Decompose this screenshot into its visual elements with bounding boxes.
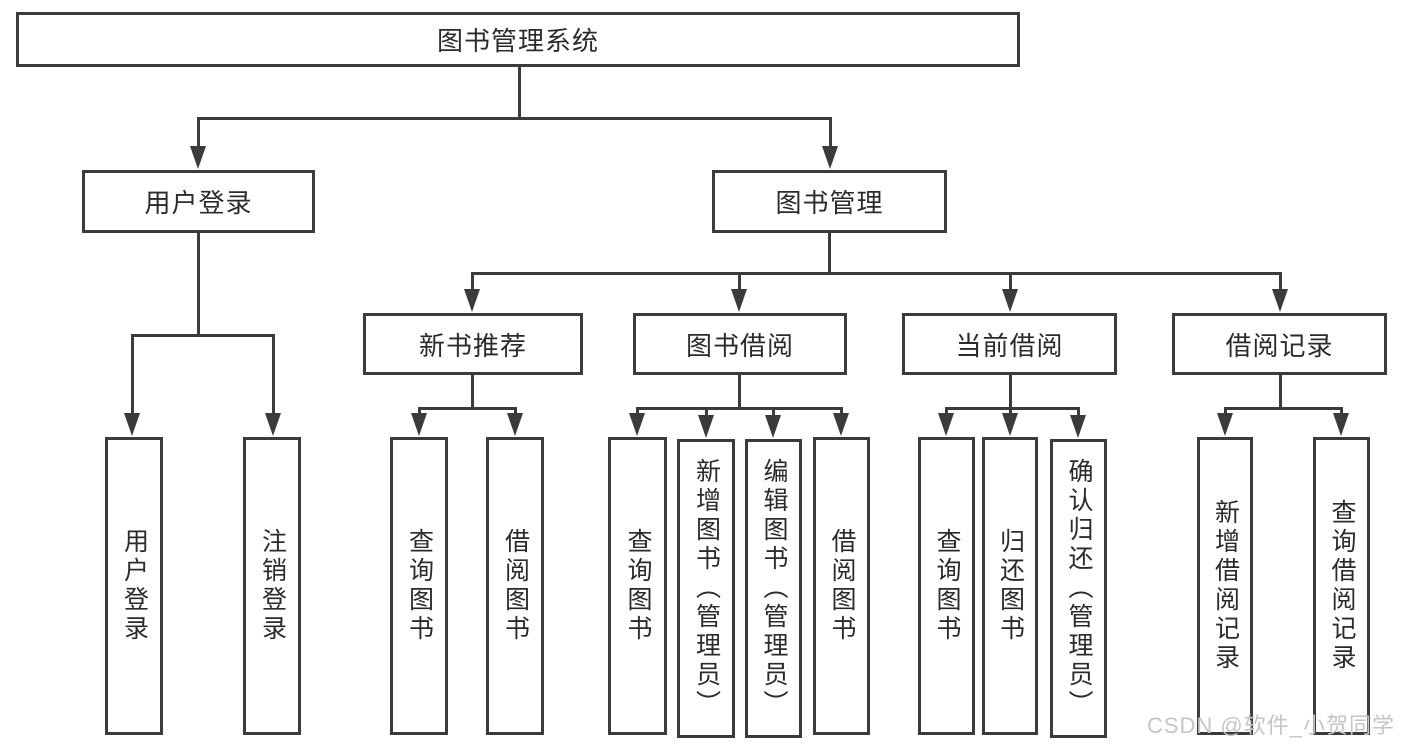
- arrow-down-icon: [822, 146, 838, 169]
- node-label-book-borrow: 图书借阅: [685, 330, 794, 361]
- connector-stem-c-new-book-rec-0: [418, 407, 421, 417]
- connector-stem-c-borrow-records-1: [1340, 407, 1343, 417]
- arrow-down-icon: [1333, 413, 1349, 436]
- connector-bar-c-user-login: [131, 334, 274, 337]
- node-label-user-login: 用户登录: [144, 188, 253, 218]
- arrow-down-icon: [1272, 289, 1288, 312]
- connector-stem-c-book-borrow-1: [705, 407, 708, 419]
- arrow-down-icon: [629, 413, 645, 436]
- arrow-down-icon: [124, 413, 140, 436]
- node-query-book-3: 查询图书: [918, 437, 975, 735]
- arrow-down-icon: [1217, 413, 1233, 436]
- connector-stem-c-book-mgmt-0: [471, 272, 474, 293]
- node-label-root: 图书管理系统: [436, 26, 599, 56]
- node-label-logout-leaf: 注销登录: [258, 528, 287, 644]
- arrow-down-icon: [731, 289, 747, 312]
- connector-stem-c-book-mgmt-1: [738, 272, 741, 293]
- connector-trunk-c-borrow-records: [1279, 375, 1282, 410]
- node-label-add-book: 新增图书（管理员）: [692, 458, 721, 719]
- connector-trunk-c-current-borrow: [1009, 375, 1012, 410]
- connector-stem-c-current-borrow-0: [945, 407, 948, 417]
- node-label-query-book-1: 查询图书: [405, 528, 434, 644]
- arrow-down-icon: [1002, 289, 1018, 312]
- node-label-user-login-leaf: 用户登录: [120, 528, 149, 644]
- connector-stem-c-user-login-1: [272, 334, 275, 417]
- node-query-book-1: 查询图书: [390, 437, 448, 735]
- arrow-down-icon: [464, 289, 480, 312]
- connector-bar-c-book-borrow: [636, 407, 842, 410]
- connector-stem-c-root-0: [197, 117, 200, 150]
- arrow-down-icon: [1002, 413, 1018, 436]
- arrow-down-icon: [938, 413, 954, 436]
- arrow-down-icon: [833, 413, 849, 436]
- node-label-borrow-book-1: 借阅图书: [501, 528, 530, 644]
- node-label-query-record: 查询借阅记录: [1328, 499, 1356, 673]
- arrow-down-icon: [698, 415, 714, 438]
- connector-stem-c-book-borrow-3: [840, 407, 843, 417]
- connector-bar-c-current-borrow: [945, 407, 1079, 410]
- connector-stem-c-root-1: [829, 117, 832, 150]
- node-current-borrow: 当前借阅: [902, 313, 1117, 375]
- connector-trunk-c-root: [518, 67, 521, 120]
- arrow-down-icon: [190, 146, 206, 169]
- node-borrow-book-2: 借阅图书: [813, 437, 870, 735]
- arrow-down-icon: [765, 415, 781, 438]
- node-confirm-return: 确认归还（管理员）: [1050, 439, 1107, 738]
- connector-bar-c-new-book-rec: [418, 407, 516, 410]
- node-add-book: 新增图书（管理员）: [677, 439, 735, 738]
- connector-stem-c-book-borrow-0: [636, 407, 639, 417]
- node-query-book-2: 查询图书: [608, 437, 667, 735]
- node-new-book-rec: 新书推荐: [363, 313, 583, 375]
- connector-stem-c-new-book-rec-1: [514, 407, 517, 417]
- node-label-current-borrow: 当前借阅: [955, 330, 1064, 361]
- node-label-borrow-records: 借阅记录: [1225, 330, 1334, 361]
- node-label-confirm-return: 确认归还（管理员）: [1065, 458, 1093, 719]
- connector-trunk-c-user-login: [197, 233, 200, 337]
- node-label-query-book-3: 查询图书: [933, 528, 961, 644]
- connector-stem-c-borrow-records-0: [1224, 407, 1227, 417]
- arrow-down-icon: [1070, 415, 1086, 438]
- node-label-edit-book: 编辑图书（管理员）: [760, 458, 788, 719]
- node-root: 图书管理系统: [16, 12, 1020, 67]
- connector-trunk-c-book-borrow: [738, 375, 741, 410]
- node-label-new-book-rec: 新书推荐: [418, 330, 527, 361]
- node-label-add-record: 新增借阅记录: [1211, 499, 1240, 673]
- connector-stem-c-user-login-0: [131, 334, 134, 417]
- node-return-book: 归还图书: [982, 437, 1038, 735]
- node-logout-leaf: 注销登录: [243, 437, 301, 735]
- connector-stem-c-book-mgmt-2: [1009, 272, 1012, 293]
- node-add-record: 新增借阅记录: [1197, 437, 1253, 735]
- node-edit-book: 编辑图书（管理员）: [745, 439, 802, 738]
- arrow-down-icon: [507, 413, 523, 436]
- node-query-record: 查询借阅记录: [1313, 437, 1370, 735]
- connector-stem-c-book-mgmt-3: [1279, 272, 1282, 293]
- node-label-return-book: 归还图书: [996, 528, 1025, 644]
- connector-stem-c-book-borrow-2: [772, 407, 775, 419]
- node-label-borrow-book-2: 借阅图书: [828, 528, 856, 644]
- node-book-borrow: 图书借阅: [633, 313, 847, 375]
- node-label-book-mgmt: 图书管理: [775, 188, 884, 218]
- node-borrow-records: 借阅记录: [1172, 313, 1387, 375]
- connector-stem-c-current-borrow-2: [1077, 407, 1080, 419]
- connector-bar-c-book-mgmt: [471, 272, 1281, 275]
- connector-stem-c-current-borrow-1: [1009, 407, 1012, 417]
- node-user-login-leaf: 用户登录: [105, 437, 163, 735]
- node-book-mgmt: 图书管理: [712, 170, 947, 233]
- arrow-down-icon: [411, 413, 427, 436]
- connector-trunk-c-book-mgmt: [828, 233, 831, 275]
- node-borrow-book-1: 借阅图书: [486, 437, 544, 735]
- connector-bar-c-borrow-records: [1224, 407, 1342, 410]
- connector-trunk-c-new-book-rec: [471, 375, 474, 410]
- node-user-login: 用户登录: [82, 170, 315, 233]
- arrow-down-icon: [265, 413, 281, 436]
- connector-bar-c-root: [197, 117, 831, 120]
- node-label-query-book-2: 查询图书: [624, 528, 652, 644]
